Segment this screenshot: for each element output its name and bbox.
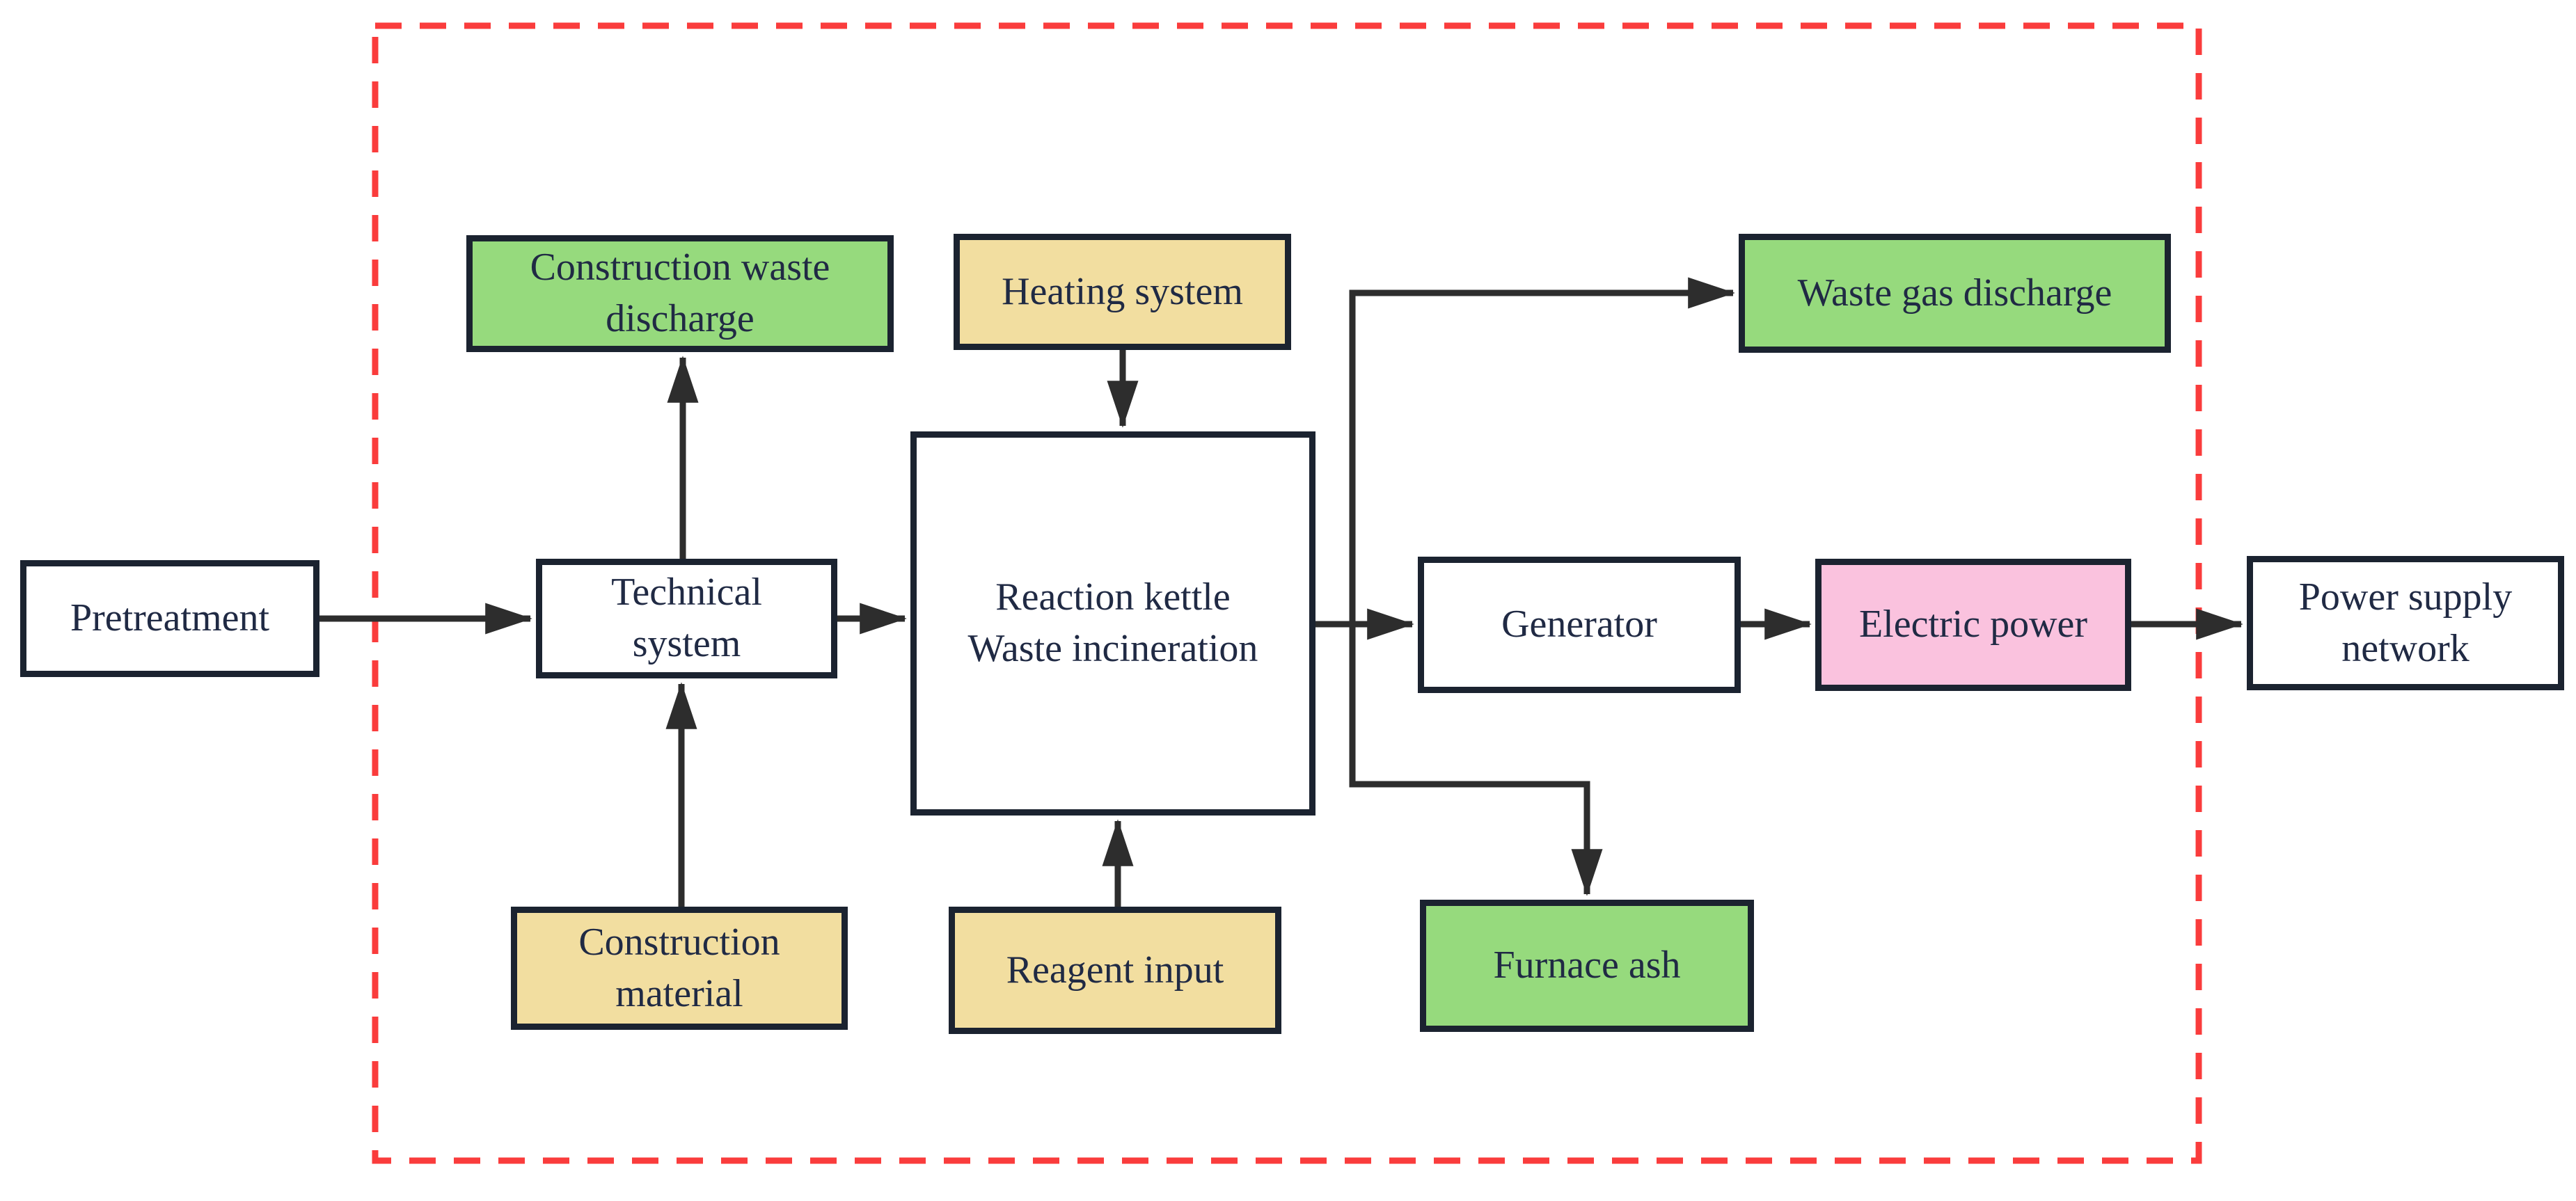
node-furnace-ash: Furnace ash: [1420, 900, 1754, 1032]
node-heating-system-label: Heating system: [1002, 269, 1243, 313]
node-generator-label: Generator: [1501, 603, 1657, 646]
node-waste-gas-discharge-label: Waste gas discharge: [1797, 271, 2112, 315]
node-reaction-kettle: Reaction kettle Waste incineration: [910, 431, 1315, 816]
node-furnace-ash-label: Furnace ash: [1493, 944, 1681, 987]
node-pretreatment-label: Pretreatment: [70, 596, 270, 640]
edge-reaction-kettle-to-furnace-ash: [1349, 624, 1603, 896]
node-heating-system: Heating system: [954, 234, 1291, 350]
node-reagent-input: Reagent input: [949, 907, 1281, 1034]
node-generator: Generator: [1418, 557, 1741, 693]
edge-reaction-kettle-to-waste-gas-discharge: [1349, 277, 1735, 624]
node-construction-waste-discharge-label: Construction waste discharge: [530, 246, 830, 340]
node-construction-material: Construction material: [511, 907, 848, 1030]
node-construction-material-label: Construction material: [578, 920, 780, 1015]
node-electric-power: Electric power: [1815, 559, 2131, 691]
node-power-supply-network-label: Power supply network: [2298, 575, 2513, 670]
node-reagent-input-label: Reagent input: [1006, 948, 1224, 992]
node-technical-system-label: Technical system: [611, 571, 762, 665]
node-construction-waste-discharge: Construction waste discharge: [466, 235, 894, 352]
node-technical-system: Technical system: [536, 559, 837, 678]
node-electric-power-label: Electric power: [1858, 603, 2088, 646]
node-waste-gas-discharge: Waste gas discharge: [1739, 234, 2171, 353]
system-boundary: [372, 22, 2202, 1164]
node-power-supply-network: Power supply network: [2247, 556, 2564, 690]
node-pretreatment: Pretreatment: [20, 560, 319, 677]
node-reaction-kettle-label: Reaction kettle Waste incineration: [967, 575, 1258, 670]
